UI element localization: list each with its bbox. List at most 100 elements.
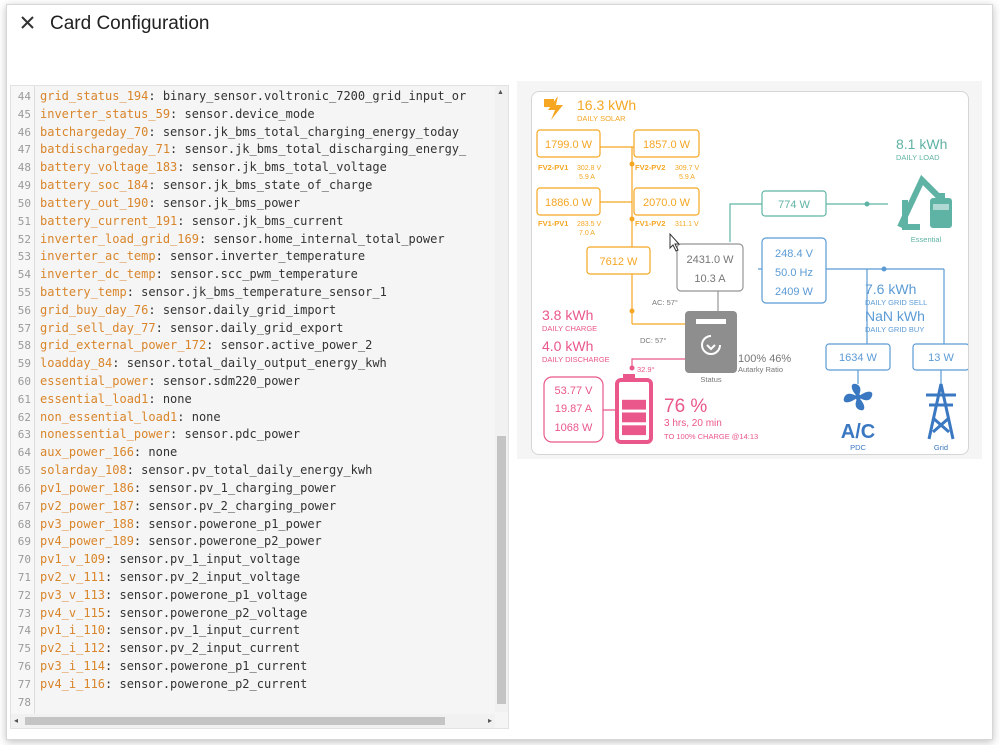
code-text: battery_soc_184: sensor.jk_bms_state_of_… — [40, 177, 372, 195]
close-button[interactable] — [17, 12, 39, 34]
line-number: 54 — [17, 268, 31, 282]
horizontal-scroll-thumb[interactable] — [25, 717, 445, 725]
load-name: Essential — [911, 235, 942, 244]
pv-fv1pv2-box[interactable]: 2070.0 W — [633, 187, 700, 216]
code-text: pv4_power_189: sensor.powerone_p2_power — [40, 533, 322, 551]
code-line[interactable]: 69 pv4_power_189: sensor.powerone_p2_powe… — [11, 533, 494, 551]
sunsynk-power-flow-card[interactable]: 16.3 kWh DAILY SOLAR 1799.0 W FV2-PV1 30… — [531, 91, 969, 455]
line-number: 57 — [17, 321, 31, 335]
solar-total-box[interactable]: 7612 W — [586, 246, 651, 275]
grid-meter-box[interactable]: 248.4 V 50.0 Hz 2409 W — [761, 237, 827, 304]
pdc-power-box[interactable]: 1634 W — [825, 343, 891, 371]
code-text: grid_buy_day_76: sensor.daily_grid_impor… — [40, 302, 336, 320]
autarky-labels: Autarky Ratio — [738, 365, 783, 374]
house-icon[interactable] — [897, 174, 952, 230]
yaml-value: : sensor.powerone_p1_current — [105, 659, 308, 673]
svg-text:1068 W: 1068 W — [555, 422, 594, 434]
load-power-box[interactable]: 774 W — [761, 190, 827, 217]
svg-text:2431.0 W: 2431.0 W — [686, 254, 734, 266]
pv-fv2pv1-current: 5.9 A — [579, 174, 595, 181]
yaml-value: : sensor.powerone_p2_voltage — [105, 605, 308, 620]
line-number: 68 — [17, 517, 31, 531]
mouse-cursor-icon — [669, 232, 681, 252]
fan-icon[interactable] — [843, 383, 873, 411]
battery-stats-box[interactable]: 53.77 V 19.87 A 1068 W — [543, 376, 604, 443]
yaml-value: : sensor.powerone_p2_current — [105, 676, 308, 691]
line-number: 60 — [17, 375, 31, 388]
code-text: pv4_i_116: sensor.powerone_p2_current — [40, 676, 307, 694]
yaml-value: : sensor.pv_total_daily_energy_kwh — [126, 463, 373, 478]
vertical-scrollbar[interactable]: ▲ — [495, 86, 508, 712]
scroll-up-icon[interactable]: ▲ — [497, 89, 504, 96]
pv-fv2pv1-box[interactable]: 1799.0 W — [536, 129, 601, 158]
autarky-values: 100% 46% — [738, 353, 791, 365]
yaml-value: : binary_sensor.voltronic_7200_grid_inpu… — [148, 89, 467, 103]
line-number: 71 — [17, 570, 31, 584]
yaml-value: : sensor.active_power_2 — [206, 338, 373, 353]
scroll-left-icon[interactable]: ◂ — [14, 716, 19, 725]
daily-grid-sell-value: 7.6 kWh — [865, 281, 916, 297]
code-text: pv2_i_112: sensor.pv_2_input_current — [40, 640, 300, 658]
dialog-title: Card Configuration — [50, 13, 210, 34]
line-number: 69 — [17, 535, 31, 549]
svg-text:248.4 V: 248.4 V — [775, 248, 814, 260]
scroll-right-icon[interactable]: ▸ — [487, 716, 492, 725]
horizontal-scrollbar[interactable]: ◂ ▸ — [11, 714, 495, 728]
yaml-key: pv3_i_114 — [40, 659, 106, 673]
code-line[interactable]: 78 — [11, 694, 494, 712]
transmission-tower-icon[interactable] — [926, 383, 956, 440]
line-number: 61 — [17, 392, 31, 406]
yaml-key: pv3_v_113 — [40, 587, 106, 602]
svg-text:2409 W: 2409 W — [775, 286, 814, 298]
pv-fv2pv2-box[interactable]: 1857.0 W — [633, 129, 700, 158]
inverter-power-box[interactable]: 2431.0 W 10.3 A — [676, 243, 744, 292]
yaml-value: : sensor.pv_2_input_voltage — [105, 569, 301, 584]
inverter-device-icon[interactable] — [685, 311, 737, 373]
code-text: pv3_v_113: sensor.powerone_p1_voltage — [40, 587, 307, 605]
pv-fv1pv2-name: FV1-PV2 — [635, 219, 665, 228]
pv-fv1pv1-box[interactable]: 1886.0 W — [536, 187, 601, 216]
vertical-scroll-thumb[interactable] — [497, 436, 506, 704]
grid-power-box[interactable]: 13 W — [912, 343, 968, 371]
svg-text:1886.0 W: 1886.0 W — [545, 197, 593, 209]
battery-icon[interactable] — [615, 374, 653, 444]
daily-grid-sell-label: DAILY GRID SELL — [865, 298, 927, 307]
yaml-value: : sensor.device_mode — [170, 106, 315, 121]
yaml-key: battery_temp — [40, 284, 127, 299]
